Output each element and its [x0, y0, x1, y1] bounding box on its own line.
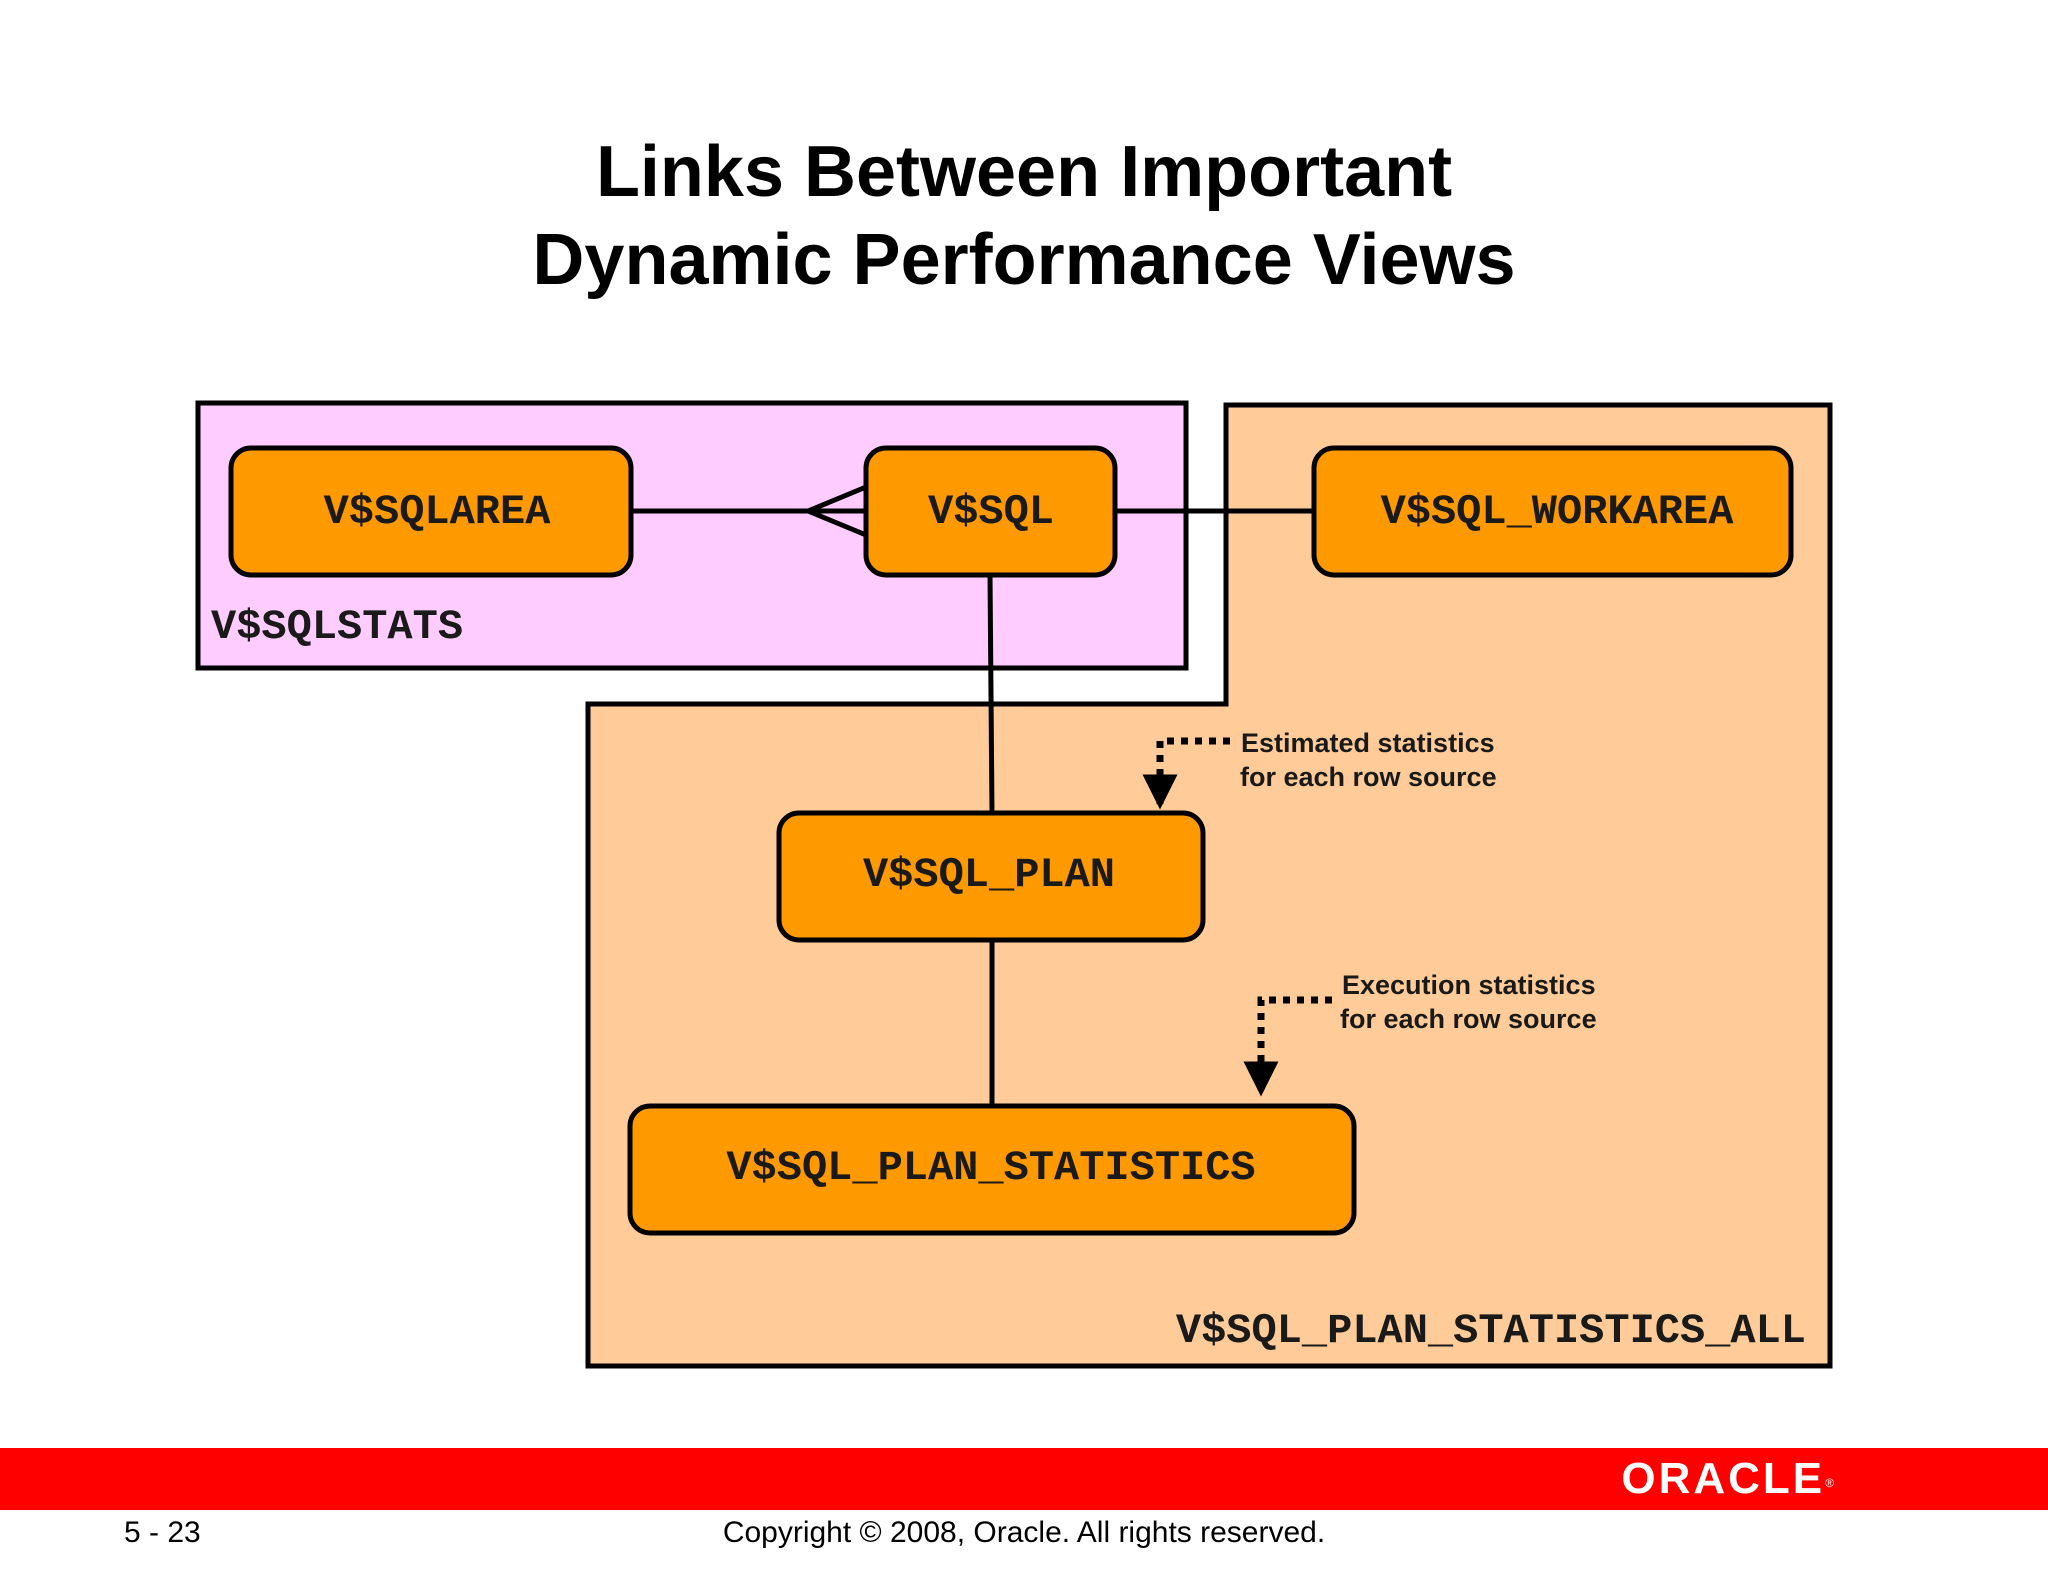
- view-label-sqlarea: V$SQLAREA: [324, 488, 552, 536]
- estimated-statistics-note-line-2: for each row source: [1240, 762, 1497, 792]
- copyright-notice: Copyright © 2008, Oracle. All rights res…: [722, 1516, 1326, 1549]
- view-box-plan: [776, 810, 1206, 943]
- estimated-statistics-arrow: [1142, 737, 1230, 810]
- oracle-logo: ORACLE®: [1621, 1454, 1834, 1504]
- link-sql-plan: [987, 574, 995, 814]
- view-box-sql: [863, 445, 1118, 578]
- slide-title: Links Between Important Dynamic Performa…: [0, 128, 2048, 304]
- execution-statistics-note-line-2: for each row source: [1340, 1004, 1597, 1034]
- execution-statistics-note-line-1: Execution statistics: [1342, 970, 1596, 1000]
- view-links-diagram: V$SQLAREA V$SQL V$SQL_WORKAREA V$SQL_PLA…: [195, 400, 1833, 1369]
- slide-title-line-1: Links Between Important: [595, 132, 1453, 212]
- view-label-plan: V$SQL_PLAN: [863, 851, 1115, 899]
- region-label-plan-statistics-all: V$SQL_PLAN_STATISTICS_ALL: [1176, 1307, 1806, 1355]
- footer-bar: [0, 1448, 2048, 1510]
- view-label-sql: V$SQL: [928, 488, 1054, 536]
- oracle-logo-text: ORACLE: [1621, 1454, 1826, 1503]
- view-label-plan-statistics: V$SQL_PLAN_STATISTICS: [726, 1144, 1255, 1192]
- view-box-sqlarea: [228, 445, 634, 578]
- view-box-plan-statistics: [627, 1103, 1357, 1236]
- view-box-workarea: [1311, 445, 1794, 578]
- crowfoot-lower: [807, 508, 867, 538]
- execution-statistics-arrow: [1243, 996, 1332, 1097]
- crowfoot-upper: [807, 484, 867, 514]
- page-number: 5 - 23: [124, 1516, 201, 1549]
- slide-title-line-2: Dynamic Performance Views: [532, 220, 1516, 300]
- view-label-workarea: V$SQL_WORKAREA: [1381, 488, 1735, 536]
- estimated-statistics-note-line-1: Estimated statistics: [1241, 728, 1495, 758]
- region-label-sqlstats: V$SQLSTATS: [211, 603, 463, 651]
- oracle-logo-mark: ®: [1825, 1476, 1834, 1490]
